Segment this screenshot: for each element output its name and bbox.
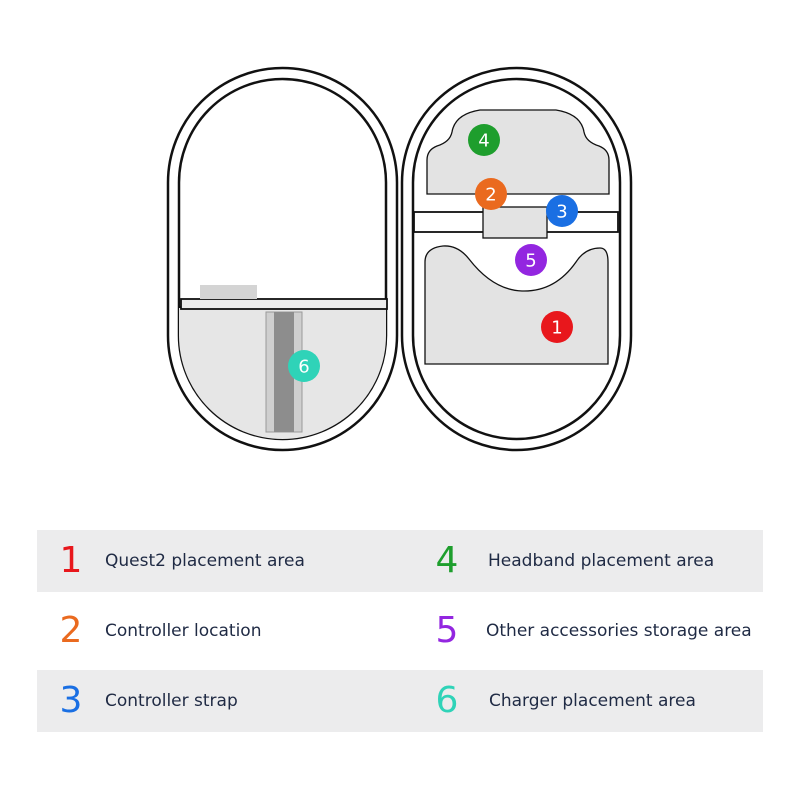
legend-label: Charger placement area (489, 691, 696, 711)
marker-headband: 4 (468, 124, 500, 156)
legend-label: Quest2 placement area (105, 551, 305, 571)
controller-location (482, 206, 548, 239)
marker-circle (515, 244, 547, 276)
legend-row-3: 3 Controller strap 6 Charger placement a… (37, 670, 763, 732)
marker-number: 2 (485, 185, 496, 206)
marker-circle (546, 195, 578, 227)
legend-number: 2 (59, 610, 83, 651)
legend-number: 6 (435, 680, 459, 721)
legend-label: Headband placement area (488, 551, 715, 571)
left-case-half (166, 66, 399, 452)
legend-label: Other accessories storage area (486, 621, 752, 641)
marker-controller-strap: 3 (546, 195, 578, 227)
case-diagram: 1 2 3 4 5 6 (166, 66, 633, 452)
marker-charger: 6 (288, 350, 320, 382)
marker-circle (288, 350, 320, 382)
marker-accessories: 5 (515, 244, 547, 276)
marker-number: 5 (525, 251, 536, 272)
marker-number: 4 (478, 131, 489, 152)
legend-row-2: 2 Controller location 5 Other accessorie… (37, 600, 763, 662)
marker-number: 6 (298, 357, 309, 378)
pocket-tab (200, 285, 257, 299)
legend-label: Controller strap (105, 691, 238, 711)
marker-controller-location: 2 (475, 178, 507, 210)
marker-circle (475, 178, 507, 210)
legend-row-1: 1 Quest2 placement area 4 Headband place… (37, 530, 763, 592)
marker-circle (541, 311, 573, 343)
legend-number: 4 (435, 540, 459, 581)
marker-circle (468, 124, 500, 156)
legend-number: 5 (435, 610, 459, 651)
marker-number: 1 (551, 318, 562, 339)
legend-number: 1 (59, 540, 83, 581)
marker-number: 3 (556, 202, 567, 223)
mesh-pocket-edge (180, 298, 388, 310)
legend-number: 3 (59, 680, 83, 721)
legend-label: Controller location (105, 621, 262, 641)
markers: 1 2 3 4 5 6 (288, 124, 578, 382)
marker-quest2: 1 (541, 311, 573, 343)
